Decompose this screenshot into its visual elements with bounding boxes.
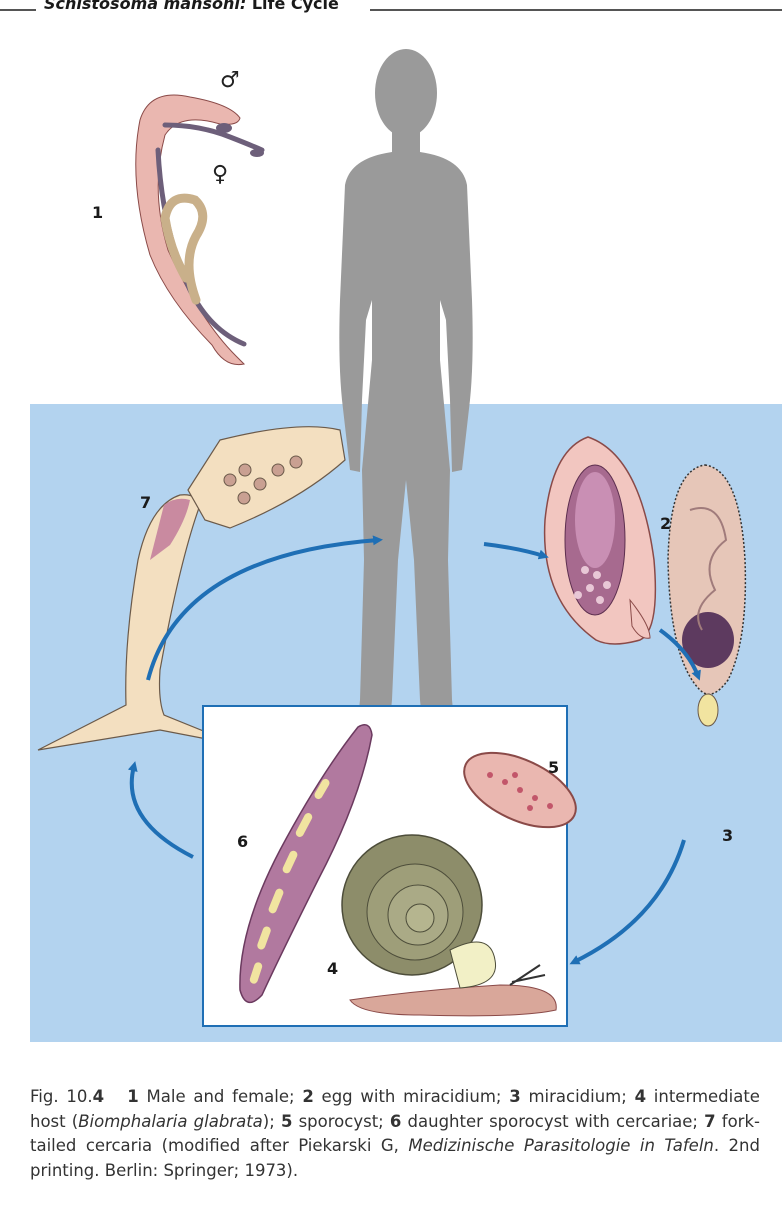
caption-t6: daughter sporocyst with cercariae; [401,1112,704,1131]
arrow-snail-to-cercaria [132,766,193,857]
label-1: 1 [92,205,103,221]
caption-t5: sporocyst; [292,1112,389,1131]
cercaria [38,427,345,750]
label-3: 3 [722,828,733,844]
adult-worm-pair [136,95,264,365]
caption-n6: 6 [390,1112,401,1131]
caption-t7-italic: Medizinische Parasitologie in Tafeln [408,1136,713,1155]
label-7: 7 [140,495,151,511]
female-symbol: ♀ [212,162,228,187]
caption-t3: miracidium; [521,1087,635,1106]
arrow-miracidium-to-snail [574,840,684,962]
egg-with-miracidium [545,437,656,644]
caption-fig: Fig. 10. [30,1087,93,1106]
figure-caption: Fig. 10.4 1 Male and female; 2 egg with … [30,1085,760,1183]
caption-n7: 7 [704,1112,715,1131]
label-5: 5 [548,760,559,776]
male-symbol: ♂ [220,68,240,93]
caption-t2: egg with miracidium; [314,1087,509,1106]
label-6: 6 [237,834,248,850]
caption-t4-italic: Biomphalaria glabrata [78,1112,263,1131]
human-host-silhouette [339,49,472,795]
miracidium [668,465,745,726]
caption-fig-num: 4 [93,1087,104,1106]
arrow-human-to-egg [484,544,544,556]
caption-n3: 3 [509,1087,520,1106]
label-2: 2 [660,516,671,532]
caption-t1: Male and female; [139,1087,303,1106]
caption-n2: 2 [302,1087,313,1106]
label-4: 4 [327,961,338,977]
caption-n1: 1 [127,1087,138,1106]
caption-n4: 4 [635,1087,646,1106]
caption-n5: 5 [281,1112,292,1131]
caption-t4b: ); [263,1112,281,1131]
